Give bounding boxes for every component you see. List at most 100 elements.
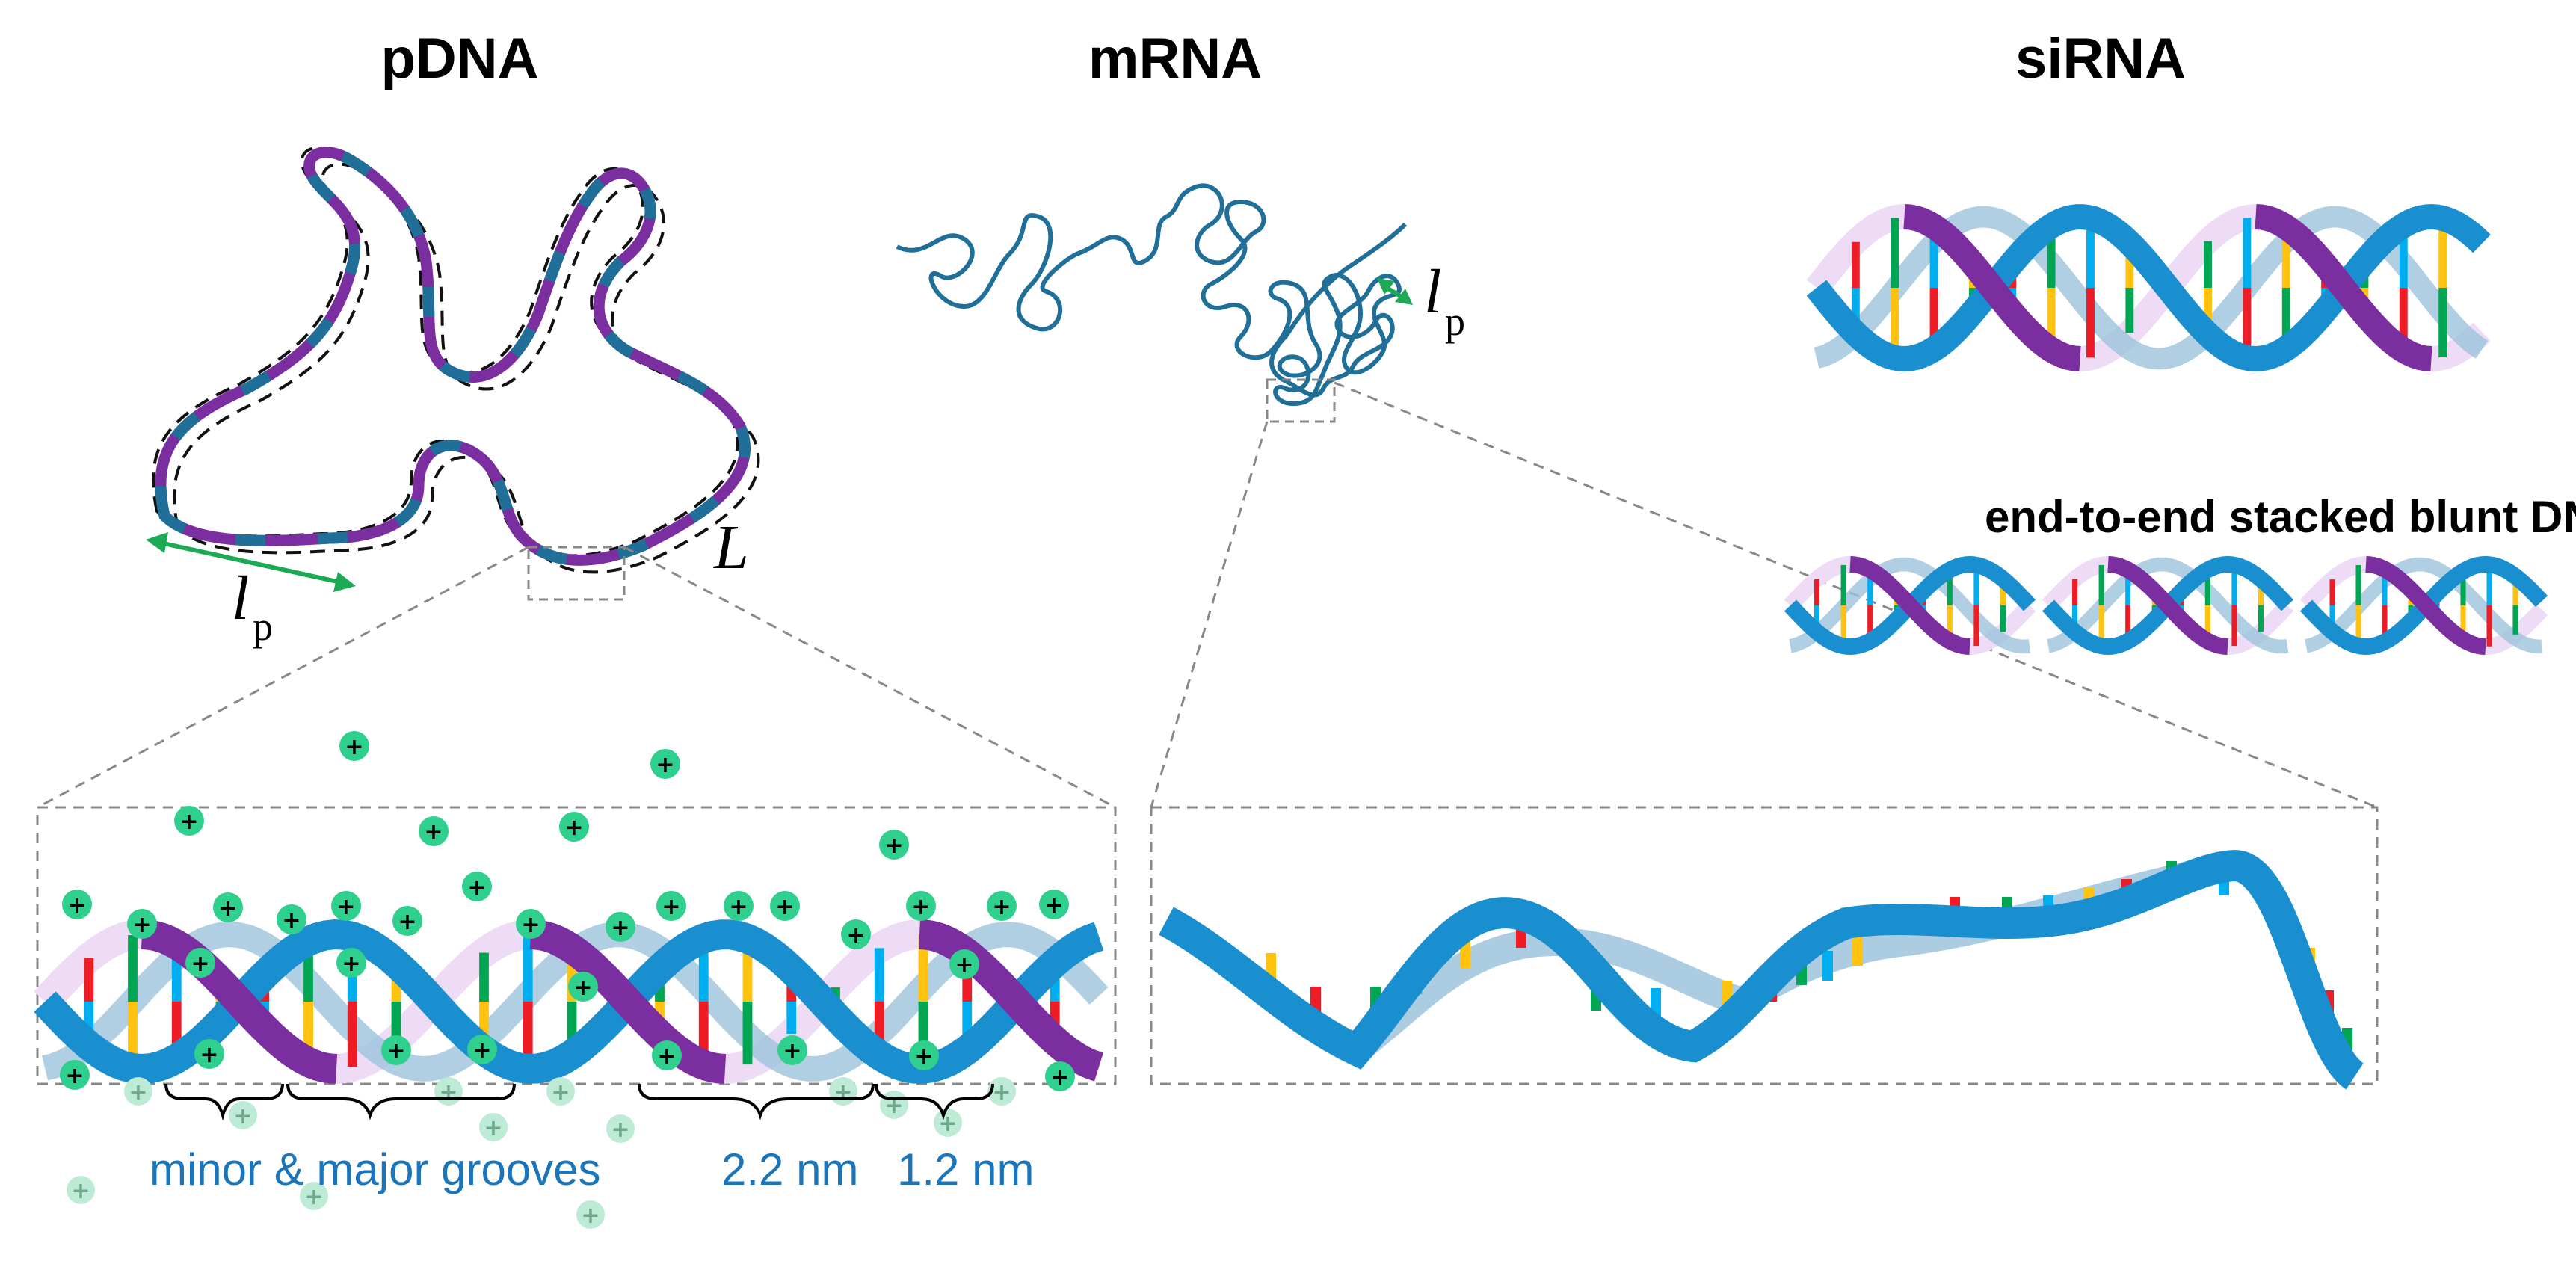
counterion-faded	[124, 1077, 152, 1106]
helix-front-strand-purple	[2365, 556, 2486, 655]
counterion-faded	[546, 1077, 575, 1106]
counterion-sign: +	[67, 892, 86, 919]
counterion-faded-sign: +	[71, 1178, 90, 1204]
helix-back-strand-blue	[1814, 206, 2489, 370]
counterion	[60, 1060, 90, 1090]
counterion	[606, 912, 635, 942]
stacked-blunt-dna	[1784, 555, 2548, 656]
mrna-zoom-panel	[1150, 806, 2379, 1085]
title-sirna: siRNA	[2015, 27, 2186, 90]
counterion-faded	[479, 1113, 508, 1141]
pdna-zoom-guide-left	[37, 546, 529, 809]
mrna-zoom-strand	[1159, 849, 2365, 1090]
counterion	[62, 890, 92, 919]
counterion	[987, 891, 1017, 921]
counterion-sign: +	[564, 815, 583, 841]
brace-major	[286, 1083, 516, 1120]
mrna-zoom-guide-left	[1150, 421, 1269, 808]
counterion-faded-sign: +	[484, 1115, 502, 1141]
counterion-sign: +	[992, 894, 1011, 920]
counterion	[906, 891, 936, 921]
counterions: ++++++++++++++++++++++++++++++++++++++++…	[60, 731, 1075, 1229]
counterion-sign: +	[884, 833, 903, 859]
counterion-sign: +	[472, 1038, 491, 1064]
pdna-zoom-panel	[36, 806, 1117, 1085]
brace-minor	[164, 1083, 284, 1121]
mrna-persistence-arrow	[1377, 278, 1413, 305]
counterion-faded-sign: +	[551, 1079, 570, 1106]
brace-major-2	[638, 1083, 875, 1120]
counterion-faded-sign: +	[304, 1184, 323, 1210]
counterion-sign: +	[345, 734, 363, 760]
counterion-faded-sign: +	[833, 1079, 852, 1106]
counterion-faded-sign: +	[439, 1079, 457, 1106]
counterion-faded	[300, 1182, 328, 1210]
counterion-sign: +	[914, 1043, 933, 1070]
pdna-supercoil: l p L	[146, 146, 760, 649]
counterion	[656, 891, 686, 921]
mrna-strand	[896, 183, 1408, 407]
counterion	[650, 749, 680, 779]
counterion-sign: +	[611, 915, 629, 941]
counterion	[213, 892, 243, 922]
counterion-faded	[67, 1176, 95, 1204]
counterion-faded	[229, 1101, 257, 1129]
counterion	[909, 1040, 939, 1070]
counterion-sign: +	[955, 952, 973, 978]
counterion-sign: +	[467, 875, 486, 901]
counterion-sign: +	[573, 975, 592, 1001]
minor-width-label: 1.2 nm	[897, 1144, 1034, 1194]
counterion	[392, 906, 422, 936]
counterion	[339, 731, 369, 761]
counterion	[724, 891, 754, 921]
helix-front-strand-purple	[141, 919, 1103, 1084]
counterion-faded-sign: +	[992, 1079, 1011, 1106]
counterion-sign: +	[662, 894, 680, 920]
counterion-faded-sign: +	[233, 1103, 252, 1129]
counterion	[949, 949, 979, 979]
counterion-sign: +	[729, 894, 748, 920]
counterion-faded-sign: +	[611, 1117, 629, 1143]
counterion-faded-sign: +	[581, 1203, 600, 1229]
counterion	[467, 1035, 497, 1064]
counterion	[462, 872, 492, 901]
counterion-sign: +	[132, 912, 151, 938]
counterion	[879, 830, 909, 860]
counterion	[770, 891, 800, 921]
counterion	[419, 816, 449, 846]
helix-back-strand-blue	[1789, 557, 2031, 654]
counterion	[381, 1035, 411, 1065]
counterion-sign: +	[1050, 1064, 1069, 1091]
mrna-zoom-box	[1266, 378, 1336, 423]
counterion-sign: +	[398, 909, 416, 935]
counterion	[652, 1040, 682, 1070]
mrna-lp-subscript: p	[1445, 299, 1465, 344]
major-width-label: 2.2 nm	[721, 1144, 858, 1194]
counterion	[127, 909, 157, 939]
stacked-dna-label: end-to-end stacked blunt DNA	[1985, 492, 2576, 542]
helix-front-strand-purple	[2107, 556, 2228, 655]
mrna-lp-label: l	[1424, 257, 1441, 327]
counterion-sign: +	[386, 1038, 405, 1064]
pdna-lp-subscript: p	[253, 604, 273, 649]
counterion-sign: +	[424, 819, 443, 845]
helix-front-strand-purple	[1903, 204, 2432, 371]
counterion	[174, 806, 204, 836]
counterion-sign: +	[656, 752, 674, 778]
counterion-faded-sign: +	[129, 1079, 147, 1106]
title-pdna: pDNA	[380, 27, 538, 90]
counterion-sign: +	[65, 1063, 84, 1089]
counterion-sign: +	[179, 809, 198, 835]
pdna-contour-length-label: L	[713, 513, 749, 582]
sirna-helix	[1806, 203, 2491, 372]
counterion	[1045, 1061, 1075, 1091]
mrna-zoom-backbone	[1159, 849, 2365, 1090]
pdna-persistence-arrow	[146, 532, 356, 592]
counterion-faded	[606, 1114, 635, 1143]
counterion-sign: +	[521, 912, 540, 938]
counterion	[1039, 890, 1069, 919]
counterion-sign: +	[1044, 892, 1063, 919]
counterion	[777, 1035, 807, 1065]
counterion-faded	[987, 1077, 1016, 1106]
pdna-zoom-box	[527, 546, 626, 601]
